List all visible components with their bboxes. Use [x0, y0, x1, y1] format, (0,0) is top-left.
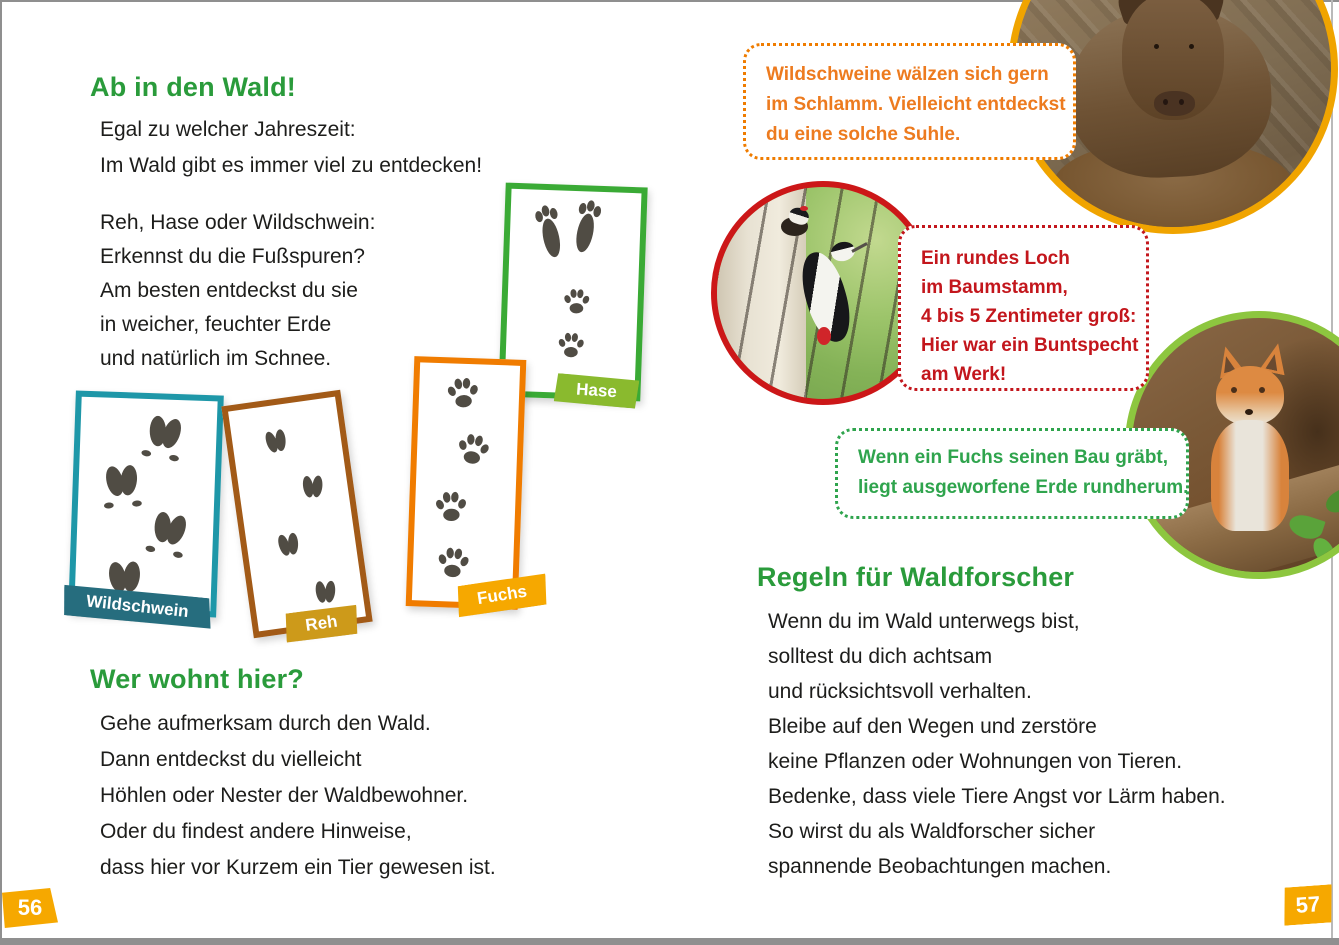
callout-line: Wildschweine wälzen sich gern	[766, 64, 1049, 85]
rules-paragraph: Wenn du im Wald unterwegs bist, solltest…	[768, 604, 1226, 884]
boar-eye-icon	[1154, 43, 1160, 49]
callout-line: du eine solche Suhle.	[766, 124, 961, 145]
fox-eye-icon	[1231, 386, 1238, 393]
fox-figure	[1210, 419, 1290, 532]
deer-tracks-icon	[262, 427, 337, 604]
page-edge-left	[0, 0, 2, 945]
woodpecker-red-vent-icon	[816, 326, 831, 345]
callout-line: im Schlamm. Vielleicht entdeckst	[766, 94, 1066, 115]
text-line: Wenn du im Wald unterwegs bist,	[768, 610, 1080, 633]
callout-line: Wenn ein Fuchs seinen Bau gräbt,	[858, 447, 1169, 468]
fox-tracks-icon	[434, 376, 493, 579]
text-line: keine Pflanzen oder Wohnungen von Tieren…	[768, 750, 1183, 773]
text-line: in weicher, feuchter Erde	[100, 313, 332, 336]
text-line: Reh, Hase oder Wildschwein:	[100, 211, 376, 234]
page-number-56: 56	[2, 888, 58, 928]
text-line: Bedenke, dass viele Tiere Angst vor Lärm…	[768, 785, 1226, 808]
boar-callout: Wildschweine wälzen sich gern im Schlamm…	[743, 43, 1076, 160]
callout-line: liegt ausgeworfene Erde rundherum.	[858, 477, 1189, 498]
page-edge-top	[0, 0, 1339, 2]
text-line: spannende Beobachtungen machen.	[768, 855, 1112, 878]
section-heading-regeln: Regeln für Waldforscher	[757, 562, 1075, 592]
boar-tracks-icon	[101, 412, 192, 605]
boar-nostril-icon	[1163, 98, 1169, 105]
callout-line: Hier war ein Buntspecht	[921, 335, 1139, 356]
text-line: solltest du dich achtsam	[768, 645, 993, 668]
text-line: und natürlich im Schnee.	[100, 347, 332, 370]
callout-line: am Werk!	[921, 364, 1007, 385]
woodpecker-photo	[711, 181, 935, 405]
text-line: Am besten entdeckst du sie	[100, 279, 358, 302]
section-heading-wer-wohnt-hier: Wer wohnt hier?	[90, 664, 305, 694]
text-line: Dann entdeckst du vielleicht	[100, 748, 362, 771]
text-line: Oder du findest andere Hinweise,	[100, 820, 412, 843]
page-edge-bottom	[0, 938, 1339, 945]
track-card-wildschwein: Wildschwein	[68, 390, 224, 617]
text-line: So wirst du als Waldforscher sicher	[768, 820, 1096, 843]
text-line: Höhlen oder Nester der Waldbewohner.	[100, 784, 469, 807]
section-heading-ab-in-den-wald: Ab in den Wald!	[90, 72, 296, 102]
chick-red-cap-icon	[799, 206, 808, 212]
fox-callout: Wenn ein Fuchs seinen Bau gräbt, liegt a…	[835, 428, 1189, 519]
tracks-paragraph: Reh, Hase oder Wildschwein: Erkennst du …	[100, 206, 375, 376]
callout-line: im Baumstamm,	[921, 277, 1068, 298]
woodpecker-callout: Ein rundes Loch im Baumstamm, 4 bis 5 Ze…	[898, 225, 1149, 391]
callout-line: 4 bis 5 Zentimeter groß:	[921, 306, 1137, 327]
text-line: Erkennst du die Fußspuren?	[100, 245, 365, 268]
callout-line: Ein rundes Loch	[921, 248, 1070, 269]
text-line: dass hier vor Kurzem ein Tier gewesen is…	[100, 856, 496, 879]
boar-eye-icon	[1188, 43, 1194, 49]
intro-paragraph: Egal zu welcher Jahreszeit: Im Wald gibt…	[100, 112, 482, 184]
text-line: Im Wald gibt es immer viel zu entdecken!	[100, 154, 483, 177]
fox-nose-icon	[1245, 409, 1254, 416]
text-line: Bleibe auf den Wegen und zerstöre	[768, 715, 1097, 738]
text-line: Gehe aufmerksam durch den Wald.	[100, 712, 431, 735]
boar-nostril-icon	[1179, 98, 1185, 105]
boar-snout	[1154, 91, 1196, 117]
text-line: und rücksichtsvoll verhalten.	[768, 680, 1032, 703]
page-number-57: 57	[1282, 884, 1335, 925]
who-lives-here-paragraph: Gehe aufmerksam durch den Wald. Dann ent…	[100, 706, 496, 886]
track-card-fuchs: Fuchs	[405, 356, 527, 610]
text-line: Egal zu welcher Jahreszeit:	[100, 118, 356, 141]
fox-eye-icon	[1259, 386, 1265, 393]
fox-head	[1215, 366, 1285, 425]
track-card-reh: Reh	[221, 389, 373, 638]
